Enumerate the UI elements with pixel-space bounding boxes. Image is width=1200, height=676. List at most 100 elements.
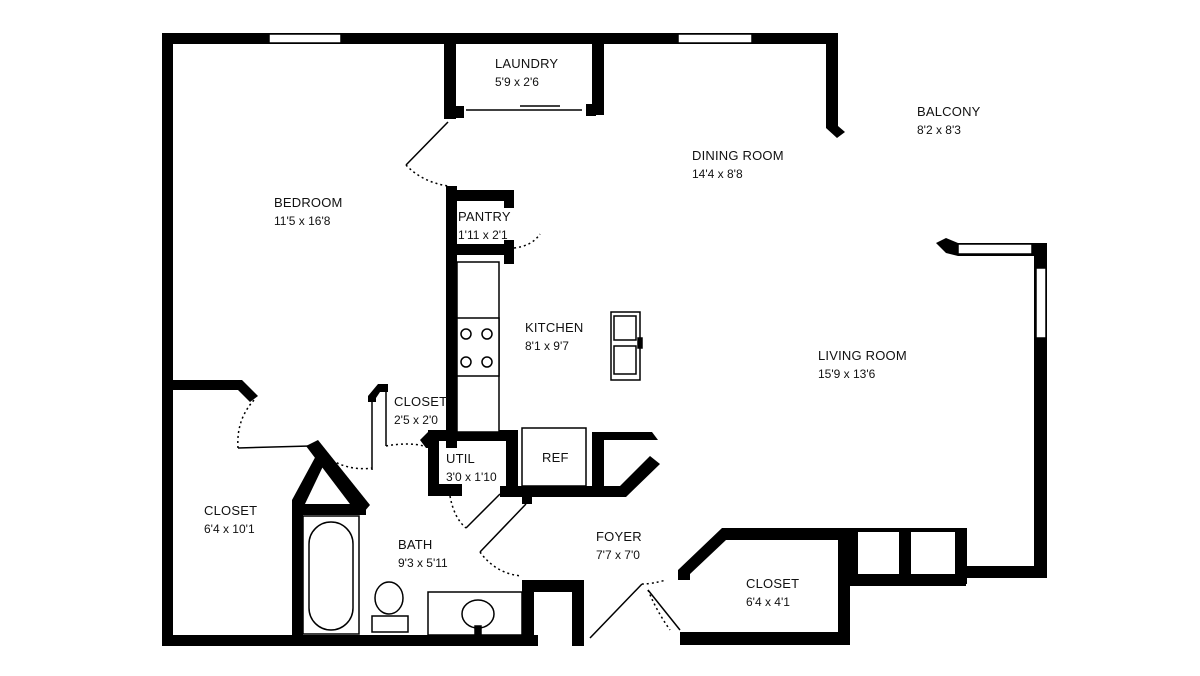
room-dims: 8'2 x 8'3 [917, 123, 961, 137]
wall-step-top [846, 528, 967, 532]
wall-closet-right-bottom [680, 632, 850, 645]
room-dims: 6'4 x 10'1 [204, 522, 255, 536]
room-dining: DINING ROOM 14'4 x 8'8 [692, 149, 784, 180]
door-bath-entry-swing [479, 551, 523, 577]
door-bath-entry [479, 503, 527, 553]
wall-bedroom-right [446, 186, 457, 448]
room-dims: 15'9 x 13'6 [818, 367, 876, 381]
wall-util-left [428, 430, 439, 486]
wall-closet-diagonal-2 [292, 452, 326, 506]
wall-closet-left-top [162, 380, 258, 402]
door-entry-swing [641, 579, 667, 585]
wall-ref-bottom-post [522, 492, 532, 504]
wall-step-1 [955, 528, 967, 584]
room-name: CLOSET [746, 576, 800, 591]
door-closet-right-swing [647, 589, 671, 631]
door-bath-swing [319, 451, 373, 470]
wall-util-top [428, 430, 518, 441]
vanity-sink [461, 599, 495, 629]
burner-3 [460, 356, 472, 368]
room-bath: BATH 9'3 x 5'11 [398, 538, 448, 569]
burner-4 [481, 356, 493, 368]
room-dims: 6'4 x 4'1 [746, 595, 790, 609]
room-closet-left: CLOSET 6'4 x 10'1 [204, 504, 257, 535]
wall-step-2 [899, 528, 911, 584]
wall-ref-bottom [500, 486, 626, 497]
room-name: PANTRY [458, 209, 511, 224]
door-closet-left [237, 445, 311, 449]
room-dims: 1'11 x 2'1 [458, 228, 508, 242]
room-name: UTIL [446, 451, 475, 466]
wall-bottom-left [162, 635, 538, 646]
room-dims: 5'9 x 2'6 [495, 75, 539, 89]
refrigerator [521, 427, 587, 487]
wall-pantry-top [446, 190, 514, 201]
room-pantry: PANTRY 1'11 x 2'1 [458, 210, 511, 241]
room-dims: 14'4 x 8'8 [692, 167, 743, 181]
room-name: LIVING ROOM [818, 348, 907, 363]
wall-ref-right [592, 432, 660, 497]
room-living: LIVING ROOM 15'9 x 13'6 [818, 349, 907, 380]
room-dims: 7'7 x 7'0 [596, 548, 640, 562]
window-bedroom [268, 33, 342, 44]
room-dims: 9'3 x 5'11 [398, 556, 448, 570]
burner-1 [460, 328, 472, 340]
room-dims: 8'1 x 9'7 [525, 339, 569, 353]
wall-pantry-bottom [446, 244, 514, 255]
window-living-side [1035, 267, 1047, 339]
faucet [637, 337, 643, 349]
wall-laundry-right [592, 33, 604, 115]
window-living-top [957, 243, 1033, 255]
door-entry [589, 583, 643, 639]
windows [268, 33, 1047, 339]
wall-bath-top [292, 504, 366, 515]
wall-top [162, 33, 830, 44]
wall-closet-right [678, 528, 850, 580]
wall-bath-left [292, 504, 303, 644]
door-util-swing [449, 495, 467, 529]
wall-entry-left [526, 580, 584, 592]
wall-bath-right [522, 580, 534, 646]
room-name: LAUNDRY [495, 56, 559, 71]
room-util: UTIL 3'0 x 1'10 [446, 452, 497, 483]
interior-walls [162, 33, 660, 644]
sink-basin-2 [613, 345, 637, 375]
room-closet-right: CLOSET 6'4 x 4'1 [746, 577, 799, 608]
wall-laundry-stub-r [586, 104, 596, 116]
window-dining [677, 33, 753, 44]
wall-laundry-stub-l [456, 106, 464, 118]
doors [237, 105, 681, 639]
room-name: FOYER [596, 529, 642, 544]
wall-util-right [506, 430, 518, 496]
room-laundry: LAUNDRY 5'9 x 2'6 [495, 57, 558, 88]
door-closet-right [647, 589, 681, 631]
wall-balcony-left [822, 33, 845, 138]
door-util [465, 493, 501, 529]
wall-util-bottom [428, 484, 462, 496]
wall-bottom-right-1 [962, 566, 1047, 578]
sink-basin-1 [613, 315, 637, 341]
room-dims: 11'5 x 16'8 [274, 214, 331, 228]
door-pantry-swing [513, 233, 541, 249]
burner-2 [481, 328, 493, 340]
door-closet-left-swing [237, 397, 257, 449]
room-dims: 3'0 x 1'10 [446, 470, 497, 484]
wall-small-closet [368, 384, 388, 402]
toilet-tank [371, 615, 409, 633]
room-name: DINING ROOM [692, 148, 784, 163]
room-name: BALCONY [917, 104, 981, 119]
room-bedroom: BEDROOM 11'5 x 16'8 [274, 196, 343, 227]
room-balcony: BALCONY 8'2 x 8'3 [917, 105, 981, 136]
stove [456, 317, 500, 377]
wall-pantry-bottom-end [504, 240, 514, 264]
wall-left [162, 33, 173, 646]
wall-laundry-left [444, 33, 456, 119]
room-name: CLOSET [204, 503, 258, 518]
door-small-closet-swing [385, 443, 425, 447]
room-closet-small: CLOSET 2'5 x 2'0 [394, 395, 447, 426]
room-name: BEDROOM [274, 195, 343, 210]
wall-closet-right-side [838, 528, 850, 645]
door-bedroom-swing [405, 164, 449, 187]
room-dims: 2'5 x 2'0 [394, 413, 438, 427]
